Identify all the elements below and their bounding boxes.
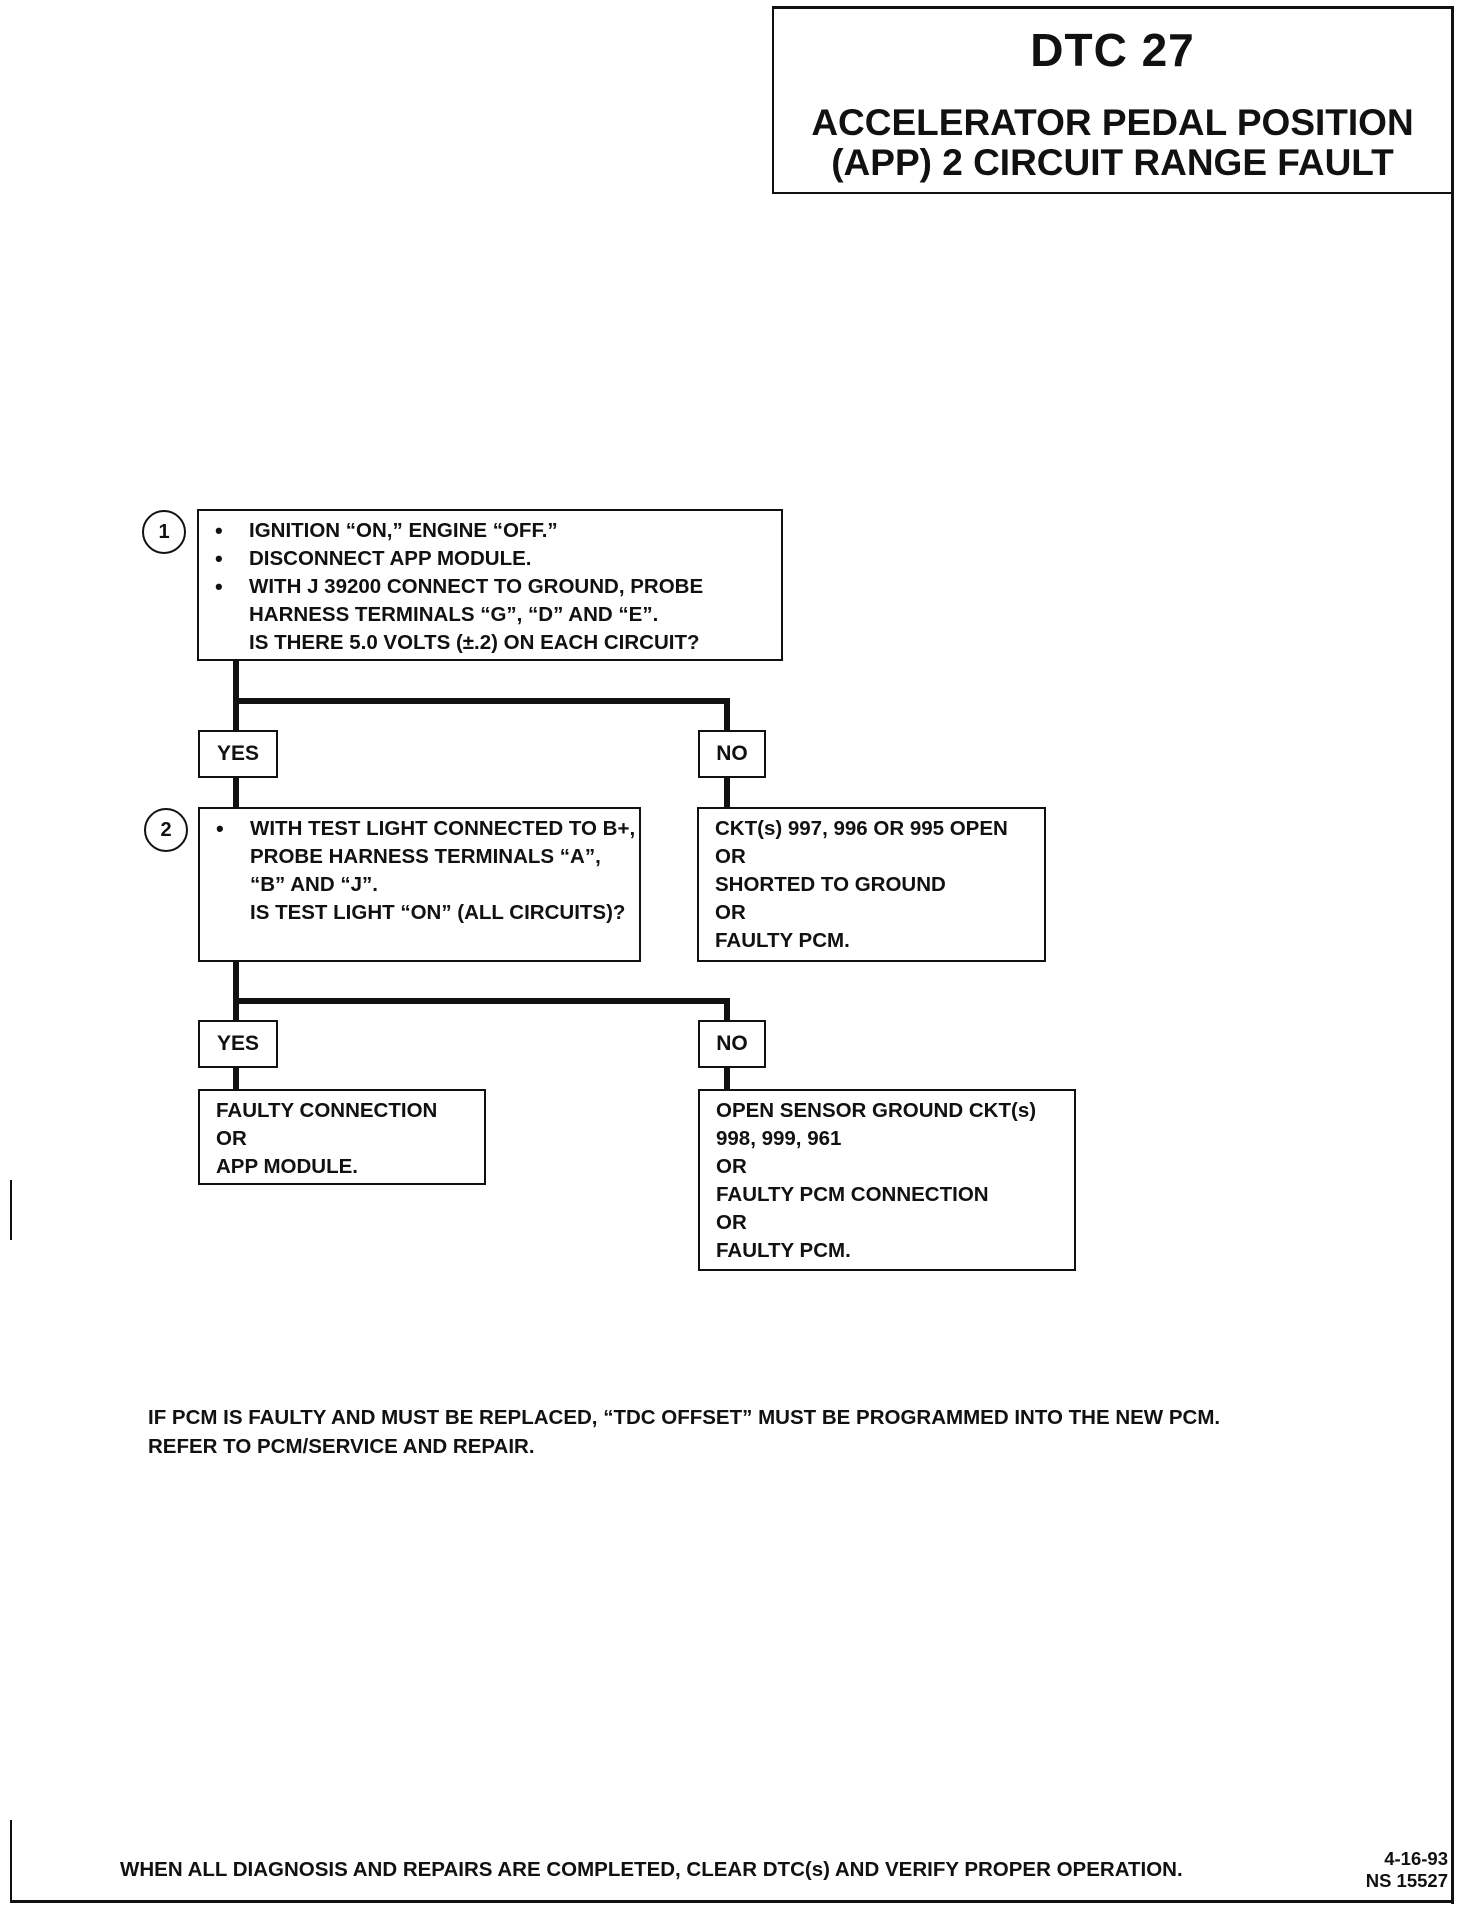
connector-line (724, 1066, 730, 1091)
connector-line (724, 998, 730, 1022)
step-1-instructions: IGNITION “ON,” ENGINE “OFF.” DISCONNECT … (199, 511, 781, 629)
instruction-item: IGNITION “ON,” ENGINE “OFF.” (213, 517, 781, 545)
document-ref: NS 15527 (1365, 1870, 1448, 1891)
connector-line (233, 998, 730, 1004)
note-line: IF PCM IS FAULTY AND MUST BE REPLACED, “… (148, 1406, 1221, 1429)
footer-instruction: WHEN ALL DIAGNOSIS AND REPAIRS ARE COMPL… (120, 1858, 1183, 1881)
result-line: FAULTY PCM CONNECTION (716, 1183, 989, 1206)
no-label: NO (698, 730, 766, 778)
connector-line (233, 698, 730, 704)
step-2-box: WITH TEST LIGHT CONNECTED TO B+, PROBE H… (198, 807, 641, 962)
result-line: OR (716, 1155, 747, 1178)
instruction-item: DISCONNECT APP MODULE. (213, 545, 781, 573)
connector-line (233, 776, 239, 809)
step-2-question: IS TEST LIGHT “ON” (ALL CIRCUITS)? (250, 901, 626, 924)
result-line: CKT(s) 997, 996 OR 995 OPEN (715, 817, 1008, 840)
connector-line (233, 660, 239, 732)
result-line: 998, 999, 961 (716, 1127, 842, 1150)
result-line: FAULTY PCM. (715, 929, 850, 952)
page-frame-left-mark (10, 1180, 12, 1240)
note-line: REFER TO PCM/SERVICE AND REPAIR. (148, 1435, 535, 1458)
result-line: SHORTED TO GROUND (715, 873, 946, 896)
result-line: OR (715, 901, 746, 924)
step-number: 2 (144, 808, 188, 852)
result-box: FAULTY CONNECTION OR APP MODULE. (198, 1089, 486, 1185)
result-line: OR (716, 1211, 747, 1234)
pcm-replacement-note: IF PCM IS FAULTY AND MUST BE REPLACED, “… (148, 1403, 1220, 1461)
connector-line (233, 960, 239, 1022)
result-box: CKT(s) 997, 996 OR 995 OPEN OR SHORTED T… (697, 807, 1046, 962)
dtc-description: ACCELERATOR PEDAL POSITION (APP) 2 CIRCU… (774, 103, 1451, 183)
yes-label: YES (198, 730, 278, 778)
step-number: 1 (142, 510, 186, 554)
no-label: NO (698, 1020, 766, 1068)
document-date: 4-16-93 (1384, 1848, 1448, 1869)
step-1-box: IGNITION “ON,” ENGINE “OFF.” DISCONNECT … (197, 509, 783, 661)
page-frame-right (1451, 6, 1454, 1904)
result-line: APP MODULE. (216, 1155, 358, 1178)
dtc-code: DTC 27 (1030, 24, 1195, 76)
instruction-item: WITH TEST LIGHT CONNECTED TO B+, PROBE H… (214, 815, 639, 899)
result-line: FAULTY PCM. (716, 1239, 851, 1262)
result-line: OPEN SENSOR GROUND CKT(s) (716, 1099, 1037, 1122)
result-line: OR (216, 1127, 247, 1150)
connector-line (724, 698, 730, 732)
connector-line (233, 1066, 239, 1091)
result-box: OPEN SENSOR GROUND CKT(s) 998, 999, 961 … (698, 1089, 1076, 1271)
dtc-description-line: ACCELERATOR PEDAL POSITION (811, 102, 1414, 143)
instruction-item: WITH J 39200 CONNECT TO GROUND, PROBE HA… (213, 573, 781, 629)
step-1-question: IS THERE 5.0 VOLTS (±.2) ON EACH CIRCUIT… (249, 631, 700, 654)
page-frame-left-mark (10, 1820, 12, 1902)
step-2-instructions: WITH TEST LIGHT CONNECTED TO B+, PROBE H… (200, 809, 639, 899)
result-line: FAULTY CONNECTION (216, 1099, 438, 1122)
connector-line (724, 776, 730, 809)
dtc-description-line: (APP) 2 CIRCUIT RANGE FAULT (831, 142, 1394, 183)
title-block: DTC 27 ACCELERATOR PEDAL POSITION (APP) … (772, 6, 1451, 194)
yes-label: YES (198, 1020, 278, 1068)
page-frame-bottom (10, 1900, 1454, 1903)
document-code: 4-16-93 NS 15527 (1345, 1848, 1448, 1892)
result-line: OR (715, 845, 746, 868)
